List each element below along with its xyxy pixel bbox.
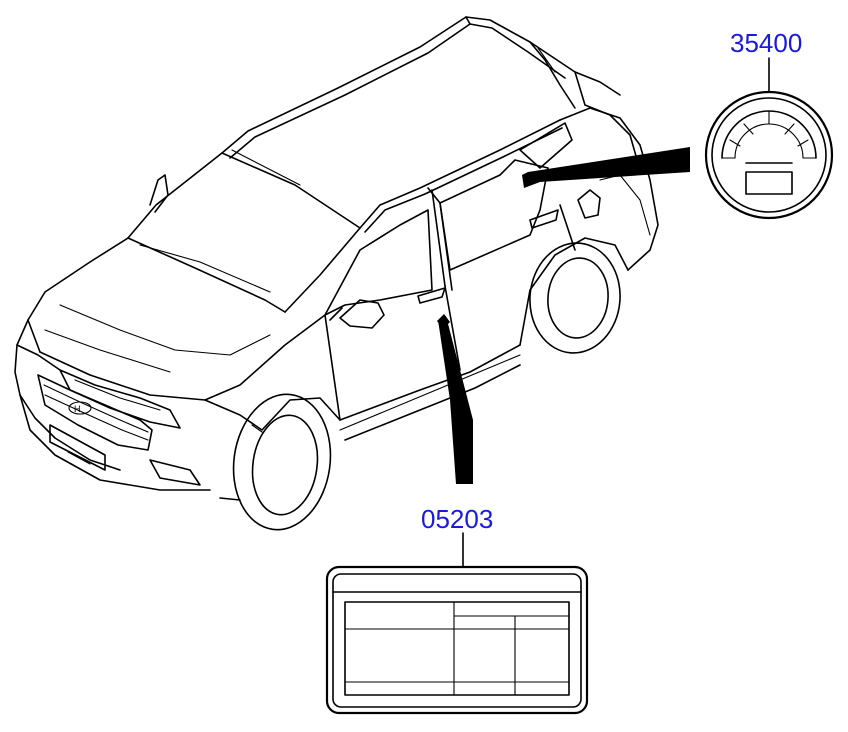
suv-outline: H: [14, 16, 659, 531]
fuel-label: [704, 57, 834, 220]
callout-05203[interactable]: 05203: [421, 504, 494, 534]
leader-wedges: [437, 147, 690, 484]
svg-text:H: H: [74, 404, 81, 414]
callout-35400[interactable]: 35400: [730, 28, 803, 58]
tire-label: [325, 532, 589, 715]
